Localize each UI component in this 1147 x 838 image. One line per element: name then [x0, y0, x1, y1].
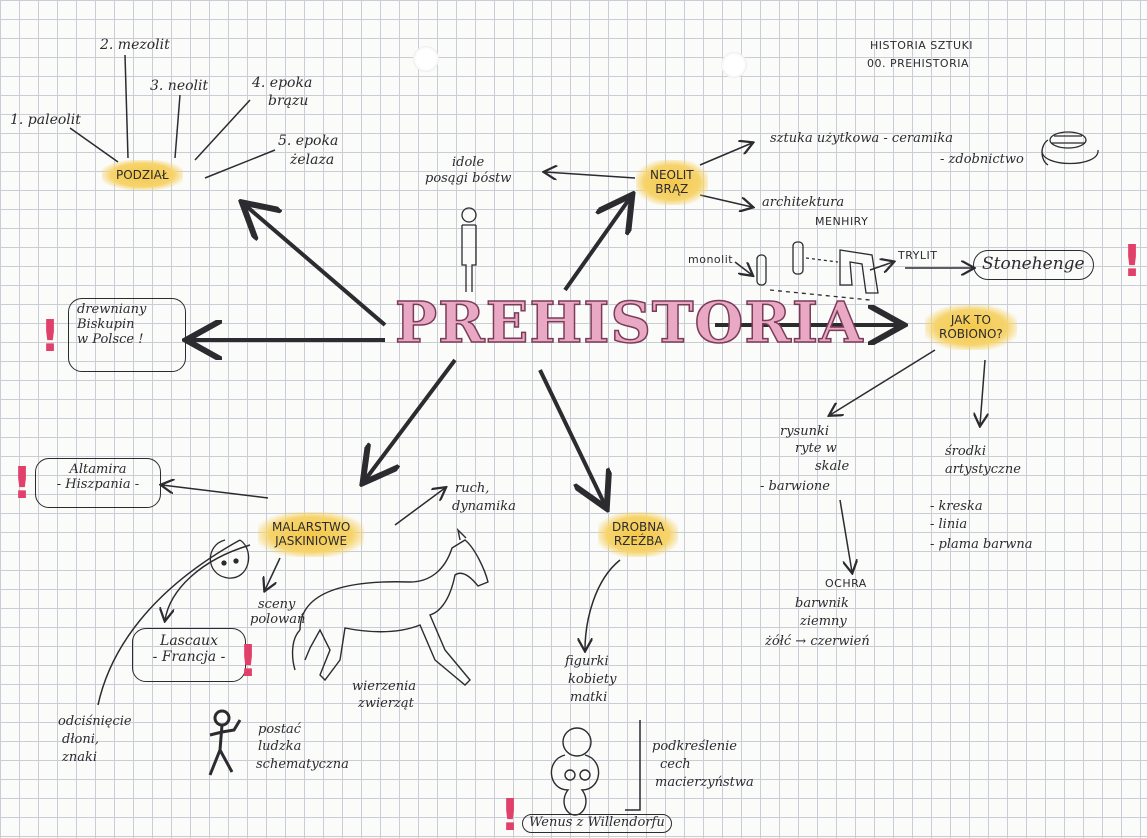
- biskupin-line-2: Biskupin: [77, 316, 135, 332]
- sculpture-hub-line1: DROBNA: [612, 520, 665, 534]
- painting-hub-line1: MALARSTWO: [272, 520, 351, 534]
- neolit-hub: NEOLIT BRĄZ: [636, 160, 708, 205]
- exclamation-icon: !: [1122, 236, 1143, 287]
- drawings-line-2: ryte w: [795, 441, 837, 456]
- ochra-title: OCHRA: [825, 577, 867, 590]
- exclamation-icon: !: [40, 311, 61, 362]
- venus-box: Wenus z Willendorfu: [522, 814, 672, 833]
- cave-drawing: [209, 539, 250, 579]
- means-line-1: środki: [945, 444, 987, 459]
- idols-line-1: idole: [452, 155, 485, 170]
- figurine-line-3: matki: [570, 690, 608, 705]
- drawings-line-4: - barwione: [760, 479, 830, 494]
- neolit-hub-line2: BRĄZ: [655, 182, 689, 197]
- trylit-text: TRYLIT: [898, 249, 938, 262]
- period-bronze-1: 4. epoka: [252, 75, 313, 91]
- means-list-3: - plama barwna: [930, 537, 1033, 552]
- biskupin-line-3: w Polsce !: [77, 331, 144, 347]
- figurine-line-2: kobiety: [568, 672, 617, 687]
- period-iron-1: 5. epoka: [278, 133, 339, 149]
- figure-line-1: postać: [258, 722, 302, 737]
- figure-line-3: schematyczna: [256, 757, 349, 772]
- painting-hub: MALARSTWO JASKINIOWE: [258, 512, 365, 557]
- hunt-line-1: sceny: [258, 597, 296, 612]
- emphasis-line-1: podkreślenie: [652, 739, 738, 754]
- lascaux-box: Lascaux - Francja -: [132, 628, 246, 682]
- hunt-line-2: polowań: [250, 612, 306, 627]
- emphasis-line-3: macierzyństwa: [655, 775, 754, 790]
- sculpture-hub-line2: RZEŹBA: [613, 534, 663, 549]
- ochra-line-2: ziemny: [800, 614, 847, 629]
- venus-figurine-drawing: [550, 727, 600, 816]
- craft-text: - zdobnictwo: [940, 152, 1024, 167]
- altamira-box: Altamira - Hiszpania -: [35, 458, 161, 508]
- biskupin-box: drewniany Biskupin w Polsce !: [68, 298, 186, 372]
- punch-hole-left: [413, 46, 439, 72]
- neolit-hub-line1: NEOLIT: [650, 168, 694, 182]
- idols-line-2: posągi bóstw: [425, 171, 512, 186]
- lascaux-line-1: Lascaux: [160, 633, 218, 649]
- movement-line-1: ruch,: [455, 481, 490, 496]
- period-iron-2: żelaza: [290, 152, 335, 168]
- hands-line-1: odciśnięcie: [58, 714, 132, 729]
- menhiry-text: MENHIRY: [815, 215, 869, 228]
- figurine-line-1: figurki: [565, 654, 609, 669]
- emphasis-line-2: cech: [660, 757, 691, 772]
- technique-hub-line1: JAK TO: [950, 313, 991, 327]
- means-list-2: - linia: [930, 517, 968, 532]
- horse-caption-2: zwierząt: [358, 696, 414, 711]
- idol-figure: [461, 207, 477, 292]
- means-list-1: - kreska: [930, 499, 983, 514]
- menhir-drawing: [756, 241, 879, 301]
- altamira-line-1: Altamira: [69, 462, 127, 477]
- technique-hub-line2: ROBIONO?: [939, 327, 1003, 342]
- period-paleolit: 1. paleolit: [10, 112, 81, 128]
- header-line-1: HISTORIA SZTUKI: [870, 39, 974, 52]
- punch-hole-right: [721, 52, 747, 78]
- horse-caption-1: wierzenia: [352, 679, 417, 694]
- ochra-line-1: barwnik: [795, 596, 849, 611]
- exclamation-icon: !: [238, 636, 259, 687]
- stick-figure-drawing: [208, 709, 242, 776]
- useful-art-text: sztuka użytkowa - ceramika: [770, 131, 953, 146]
- header-line-2: 00. PREHISTORIA: [867, 57, 970, 70]
- monolit-text: monolit: [688, 253, 734, 266]
- sculpture-hub: DROBNA RZEŹBA: [598, 512, 679, 557]
- pottery-drawing: [1041, 131, 1099, 166]
- ochra-line-3: żółć → czerwień: [765, 634, 870, 649]
- drawings-line-3: skale: [815, 459, 850, 474]
- hands-line-2: dłoni,: [62, 732, 100, 747]
- biskupin-line-1: drewniany: [77, 302, 147, 317]
- hands-line-3: znaki: [62, 750, 98, 765]
- architecture-text: architektura: [762, 195, 845, 210]
- exclamation-icon: !: [12, 458, 33, 509]
- drawings-line-1: rysunki: [780, 424, 830, 439]
- page-title: PREHISTORIA: [394, 289, 864, 357]
- period-neolit: 3. neolit: [150, 78, 209, 94]
- period-bronze-2: brązu: [268, 93, 309, 109]
- altamira-line-2: - Hiszpania -: [56, 476, 140, 492]
- means-line-2: artystyczne: [945, 462, 1021, 477]
- movement-line-2: dynamika: [452, 499, 516, 514]
- figure-line-2: ludzka: [258, 739, 302, 754]
- exclamation-icon: !: [500, 790, 521, 838]
- stonehenge-box: Stonehenge: [973, 250, 1094, 280]
- periods-hub: PODZIAŁ: [102, 160, 183, 191]
- horse-drawing: [291, 527, 489, 686]
- period-mezolit: 2. mezolit: [100, 37, 170, 53]
- painting-hub-line2: JASKINIOWE: [275, 534, 348, 549]
- technique-hub: JAK TO ROBIONO?: [925, 305, 1017, 350]
- lascaux-line-2: - Francja -: [152, 649, 226, 666]
